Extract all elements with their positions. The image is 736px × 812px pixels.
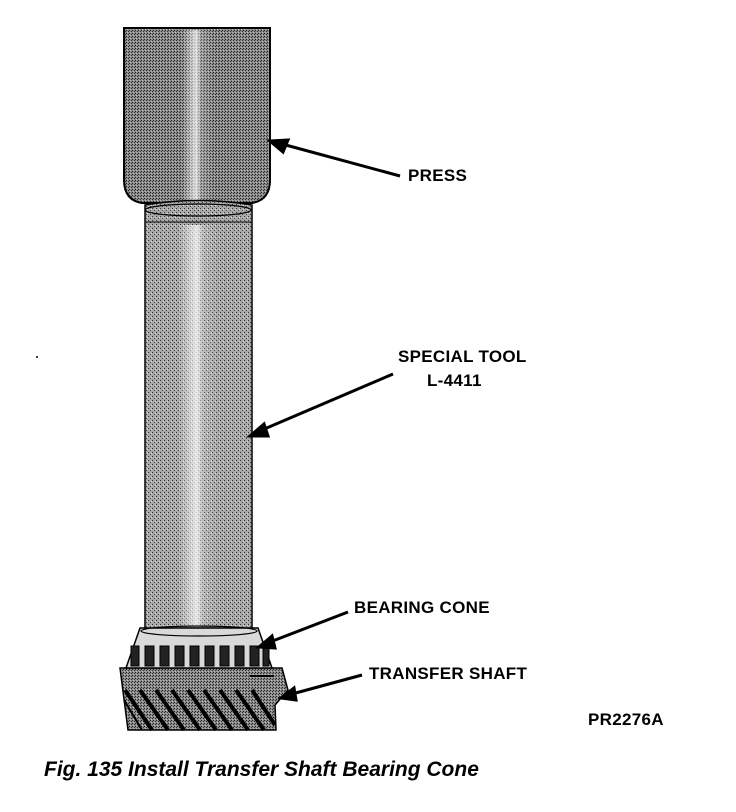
bearing-cone-leader <box>269 610 349 644</box>
label-transfer-shaft: TRANSFER SHAFT <box>369 664 528 683</box>
press-ram <box>123 27 271 204</box>
bearing-cone <box>124 625 274 669</box>
transfer-shaft-gear <box>119 667 289 732</box>
special-tool-leader <box>261 372 394 432</box>
transfer-shaft-arrowhead <box>277 685 298 702</box>
figure-caption: Fig. 135 Install Transfer Shaft Bearing … <box>44 758 479 781</box>
bearing-cone-arrowhead <box>255 633 277 650</box>
label-bearing-cone: BEARING CONE <box>354 598 490 617</box>
special-tool-arrowhead <box>245 421 271 438</box>
label-press: PRESS <box>408 166 468 185</box>
scan-speck <box>36 356 38 358</box>
figure-code: PR2276A <box>588 710 664 729</box>
leader-arrows <box>245 138 401 702</box>
press-leader <box>281 142 401 178</box>
label-special-tool: SPECIAL TOOL <box>398 347 527 366</box>
transfer-shaft-leader <box>291 673 363 696</box>
label-tool-number: L-4411 <box>427 371 482 390</box>
press-arrowhead <box>266 138 291 155</box>
special-tool-sleeve <box>144 199 253 631</box>
